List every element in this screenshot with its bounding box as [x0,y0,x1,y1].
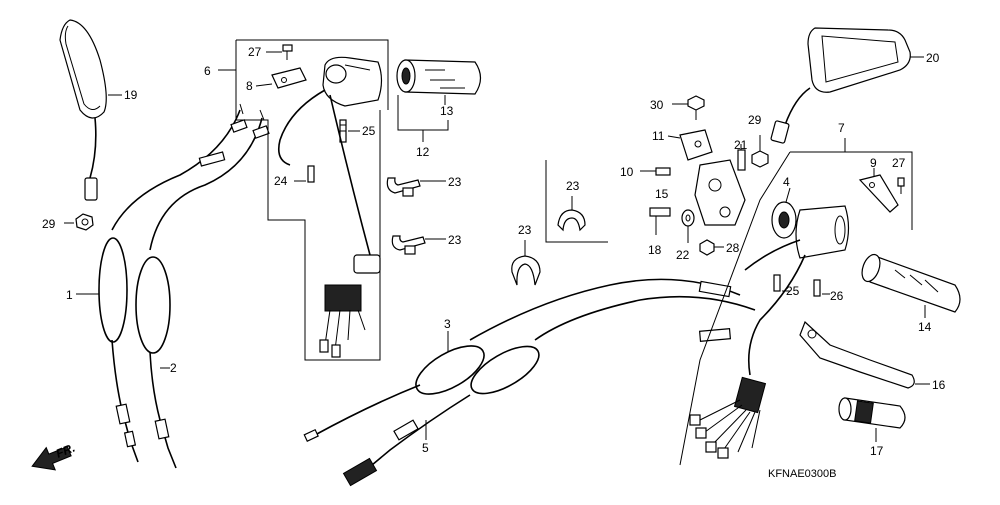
callout-3: 3 [444,317,451,331]
front-direction-arrow [31,445,72,471]
callout-23-a: 23 [448,175,462,189]
callout-17: 17 [870,444,884,458]
callout-9: 9 [870,156,877,170]
switch-10 [640,167,671,176]
master-cylinder-bracket [667,129,713,161]
direction-label: FR. [54,441,77,461]
callout-27-left: 27 [248,45,262,59]
screw-27-left [282,44,293,60]
callout-19: 19 [124,88,138,102]
bolt-30 [672,95,705,120]
callout-11: 11 [652,129,665,143]
clip-box [545,160,608,243]
callout-20: 20 [926,51,940,65]
screw-24 [294,165,315,183]
throttle-cable-2 [135,103,270,469]
cable-5 [342,280,756,487]
callout-7: 7 [838,121,845,135]
callout-23-c: 23 [566,179,580,193]
callout-26: 26 [830,289,844,303]
callout-23-d: 23 [518,223,532,237]
master-cylinder [694,159,746,226]
callout-29-left: 29 [42,217,56,231]
callout-12: 12 [416,145,430,159]
callout-1: 1 [66,288,73,302]
callout-10: 10 [620,165,634,179]
left-mirror [59,19,122,201]
screw-21 [737,144,746,171]
screw-25-right [773,274,790,292]
bar-end-weight [838,397,906,442]
clip-23-a [386,177,446,197]
callout-2: 2 [170,361,177,375]
callout-22: 22 [676,248,690,262]
callout-28: 28 [726,241,740,255]
diagram-code: KFNAE0300B [768,468,836,480]
clip-23-b [391,235,446,255]
right-switch-housing [744,205,850,376]
group-6-bracket [235,39,389,361]
right-switch-harness [689,376,767,459]
washer-22 [681,209,695,243]
left-grip [396,59,482,95]
nut-28 [699,239,724,256]
callout-15: 15 [655,187,669,201]
bolt-18 [649,207,671,235]
callout-21: 21 [734,138,748,152]
callout-23-b: 23 [448,233,462,247]
callout-5: 5 [422,441,429,455]
left-switch-harness [277,89,381,358]
screw-26 [813,279,830,297]
screw-27-right [897,177,905,194]
clamp-8 [271,67,307,89]
callout-4: 4 [783,175,790,189]
clip-23-d [511,240,541,286]
callout-16: 16 [932,378,946,392]
callout-30: 30 [650,98,664,112]
right-mirror [770,27,924,144]
brake-lever [799,320,930,389]
screw-25-left [339,119,360,143]
left-mirror-nut [64,213,94,231]
callout-25-left: 25 [362,124,376,138]
callout-18: 18 [648,243,662,257]
clamp-9 [858,168,899,213]
clip-23-c [557,196,586,232]
throttle-pipe [771,187,797,239]
left-switch-housing [322,56,383,107]
callout-27-right: 27 [892,156,906,170]
callout-6: 6 [204,64,211,78]
throttle-cable-1 [76,109,241,463]
callout-25-right: 25 [786,284,800,298]
callout-29-right: 29 [748,113,762,127]
callout-8: 8 [246,79,253,93]
callout-14: 14 [918,320,932,334]
callout-13: 13 [440,104,454,118]
group-7-bracket [679,151,913,466]
callout-24: 24 [274,174,288,188]
right-mirror-nut [751,135,769,168]
right-grip [861,253,961,318]
